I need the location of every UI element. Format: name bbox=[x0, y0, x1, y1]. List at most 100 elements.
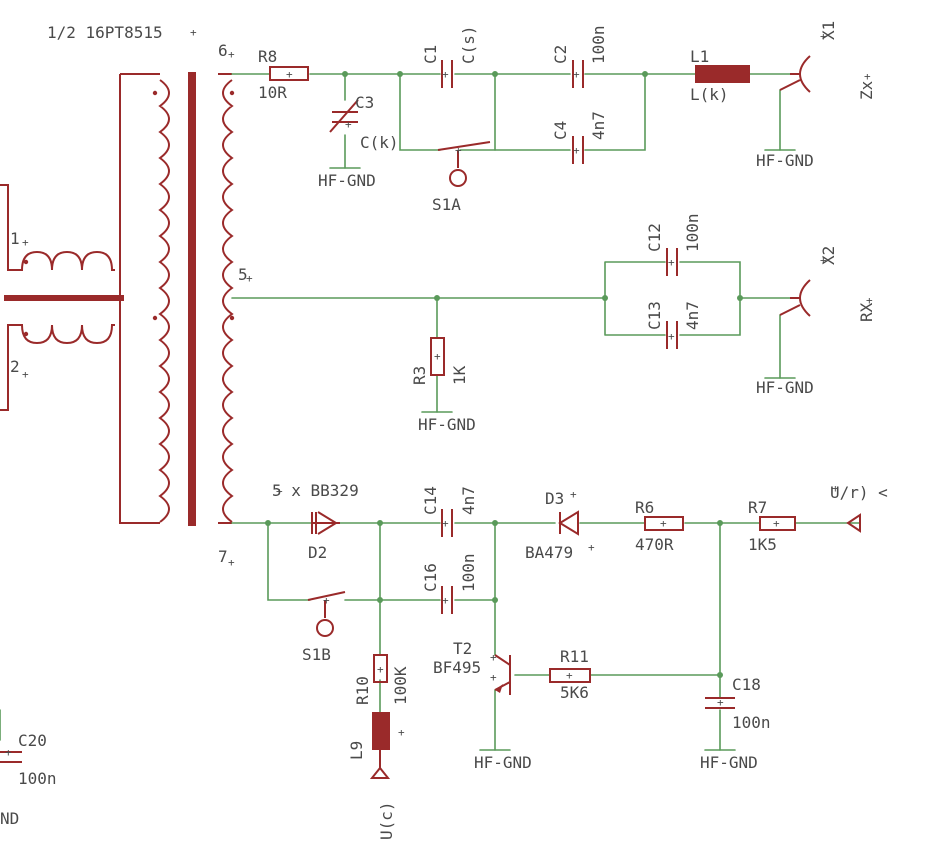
svg-text:+: + bbox=[570, 488, 577, 501]
svg-text:R7: R7 bbox=[748, 498, 767, 517]
switch-s1b bbox=[307, 591, 346, 618]
resistor-r6 bbox=[644, 516, 684, 531]
svg-text:T2: T2 bbox=[453, 639, 472, 658]
transformer-core bbox=[188, 72, 196, 526]
svg-text:100n: 100n bbox=[589, 25, 608, 64]
svg-text:C(k): C(k) bbox=[360, 133, 399, 152]
svg-text:+: + bbox=[717, 696, 724, 709]
connector-x2 bbox=[779, 279, 811, 317]
svg-text:+: + bbox=[276, 485, 283, 498]
diode-d3 bbox=[558, 510, 579, 536]
secondary-coil bbox=[222, 79, 234, 523]
svg-text:RX: RX bbox=[857, 302, 876, 322]
capacitor-c2 bbox=[572, 60, 584, 88]
capacitor-c16 bbox=[441, 586, 453, 614]
capacitor-c4 bbox=[572, 136, 584, 164]
svg-text:470R: 470R bbox=[635, 535, 674, 554]
svg-text:S1A: S1A bbox=[432, 195, 461, 214]
svg-text:100n: 100n bbox=[459, 553, 478, 592]
svg-text:R11: R11 bbox=[560, 647, 589, 666]
svg-text:C2: C2 bbox=[551, 45, 570, 64]
svg-text:C13: C13 bbox=[645, 301, 664, 330]
svg-text:4n7: 4n7 bbox=[683, 301, 702, 330]
plus-markers: ++ ++ ++ ++ ++ ++ ++ ++ ++ ++ ++ ++ ++ +… bbox=[5, 26, 873, 759]
svg-text:+: + bbox=[490, 671, 497, 684]
svg-text:+: + bbox=[434, 350, 441, 363]
input-coil-1 bbox=[0, 184, 115, 271]
transistor-t2 bbox=[494, 654, 511, 695]
winding-frame-left bbox=[119, 73, 160, 524]
svg-text:5 x BB329: 5 x BB329 bbox=[272, 481, 359, 500]
svg-text:D2: D2 bbox=[308, 543, 327, 562]
svg-text:Zx: Zx bbox=[857, 80, 876, 100]
resistor-r7 bbox=[759, 516, 796, 531]
svg-text:C3: C3 bbox=[355, 93, 374, 112]
svg-text:C12: C12 bbox=[645, 223, 664, 252]
svg-text:HF-GND: HF-GND bbox=[756, 151, 814, 170]
svg-text:HF-GND: HF-GND bbox=[700, 753, 758, 772]
svg-text:5: 5 bbox=[238, 265, 248, 284]
svg-text:C16: C16 bbox=[421, 563, 440, 592]
svg-text:+: + bbox=[455, 144, 462, 157]
svg-text:ND: ND bbox=[0, 809, 19, 828]
svg-text:5K6: 5K6 bbox=[560, 683, 589, 702]
capacitor-c18 bbox=[705, 697, 735, 709]
svg-text:100n: 100n bbox=[18, 769, 57, 788]
input-coil-2 bbox=[0, 324, 115, 411]
svg-text:+: + bbox=[668, 330, 675, 343]
svg-text:+: + bbox=[660, 517, 667, 530]
input-arrow-ur bbox=[846, 513, 861, 533]
inductor-l1 bbox=[695, 65, 750, 83]
svg-text:X1: X1 bbox=[819, 21, 838, 40]
svg-text:+: + bbox=[588, 541, 595, 554]
svg-text:6: 6 bbox=[218, 41, 228, 60]
svg-text:+: + bbox=[573, 68, 580, 81]
svg-text:+: + bbox=[246, 272, 253, 285]
svg-text:X2: X2 bbox=[819, 246, 838, 265]
diode-d2 bbox=[311, 511, 340, 535]
transformer-title: 1/2 16PT8515 bbox=[47, 23, 163, 42]
svg-text:+: + bbox=[820, 30, 827, 43]
svg-text:+: + bbox=[866, 294, 873, 307]
svg-text:U/r) <: U/r) < bbox=[830, 483, 888, 502]
capacitor-c14 bbox=[441, 509, 453, 537]
svg-text:+: + bbox=[773, 517, 780, 530]
svg-text:1K5: 1K5 bbox=[748, 535, 777, 554]
resistor-r10 bbox=[373, 654, 388, 683]
connector-x1 bbox=[779, 55, 811, 93]
svg-text:+: + bbox=[323, 594, 330, 607]
svg-text:BF495: BF495 bbox=[433, 658, 481, 677]
resistor-r8 bbox=[269, 66, 309, 81]
svg-text:+: + bbox=[442, 517, 449, 530]
svg-text:+: + bbox=[228, 48, 235, 61]
svg-text:+: + bbox=[190, 26, 197, 39]
junctions bbox=[265, 71, 743, 678]
svg-text:+: + bbox=[820, 254, 827, 267]
svg-text:D3: D3 bbox=[545, 489, 564, 508]
svg-text:L(k): L(k) bbox=[690, 85, 729, 104]
svg-text:+: + bbox=[864, 70, 871, 83]
svg-text:1: 1 bbox=[10, 229, 20, 248]
svg-text:+: + bbox=[22, 236, 29, 249]
svg-text:+: + bbox=[377, 663, 384, 676]
transformer bbox=[0, 72, 235, 526]
svg-text:S1B: S1B bbox=[302, 645, 331, 664]
svg-text:7: 7 bbox=[218, 547, 228, 566]
svg-text:BA479: BA479 bbox=[525, 543, 573, 562]
switch-s1a bbox=[437, 141, 491, 168]
svg-text:HF-GND: HF-GND bbox=[418, 415, 476, 434]
resistor-r3 bbox=[430, 337, 445, 376]
primary-coil bbox=[158, 79, 170, 523]
capacitor-c12 bbox=[666, 248, 678, 276]
wires bbox=[0, 73, 861, 751]
svg-text:+: + bbox=[5, 746, 12, 759]
svg-text:4n7: 4n7 bbox=[459, 486, 478, 515]
capacitor-c1 bbox=[441, 60, 453, 88]
svg-text:C1: C1 bbox=[421, 45, 440, 64]
svg-text:+: + bbox=[442, 594, 449, 607]
input-core bbox=[4, 295, 124, 301]
svg-text:R8: R8 bbox=[258, 47, 277, 66]
svg-text:C(s): C(s) bbox=[459, 25, 478, 64]
svg-text:+: + bbox=[228, 556, 235, 569]
